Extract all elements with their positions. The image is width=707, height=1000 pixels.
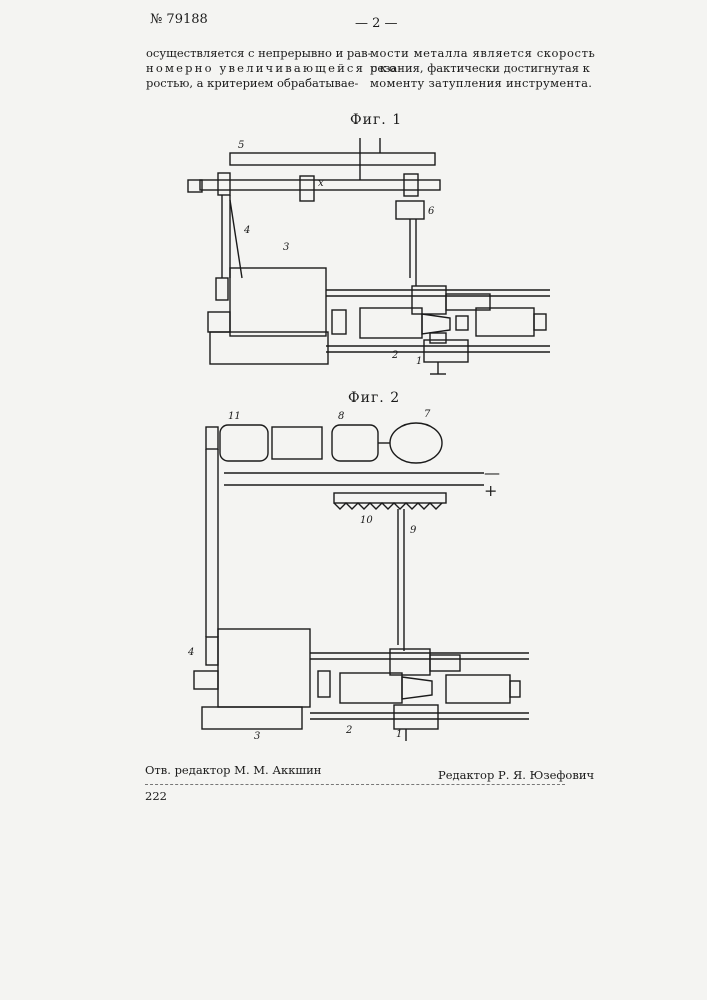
label-7: 7 [424, 409, 431, 420]
text-line: резания, фактически достигнутая к [370, 61, 580, 76]
label-4: 4 [243, 225, 250, 236]
label-3: 3 [254, 731, 260, 742]
text-right-column: мости металла является скорость резания,… [370, 46, 580, 91]
label-6: 6 [428, 206, 435, 217]
figure1-caption: Фиг. 1 [350, 112, 402, 128]
footer-left-editor: Отв. редактор М. М. Аккшин [145, 763, 321, 777]
figure2-drawing: 11 8 7 — + 10 9 4 3 2 1 [184, 405, 544, 745]
label-x: x [318, 178, 324, 189]
text-line: номерно увеличивающейся ско- [146, 61, 361, 76]
label-9: 9 [410, 525, 417, 536]
minus-sign: — [484, 463, 500, 482]
label-1: 1 [416, 356, 422, 367]
label-4: 4 [187, 647, 194, 658]
label-3: 3 [283, 242, 289, 253]
text-line: моменту затупления инструмента. [370, 76, 580, 91]
text-line: осуществляется с непрерывно и рав- [146, 46, 361, 61]
text-line: мости металла является скорость [370, 46, 580, 61]
footer-right-editor: Редактор Р. Я. Юзефович [438, 768, 594, 782]
footer-rule [145, 784, 565, 785]
label-10: 10 [360, 515, 373, 526]
page-number: — 2 — [355, 16, 398, 31]
label-2: 2 [345, 725, 352, 736]
text-left-column: осуществляется с непрерывно и рав- номер… [146, 46, 361, 91]
label-1: 1 [396, 729, 402, 740]
label-2: 2 [391, 350, 398, 361]
label-11: 11 [228, 411, 241, 422]
figure2-caption: Фиг. 2 [348, 390, 400, 406]
label-8: 8 [338, 411, 344, 422]
plus-sign: + [484, 481, 497, 500]
label-5: 5 [238, 140, 244, 151]
patent-number: № 79188 [150, 12, 208, 27]
text-line: ростью, а критерием обрабатывае- [146, 76, 361, 91]
figure1-drawing: 5 x 6 4 3 2 1 [180, 128, 560, 388]
footer-code: 222 [145, 789, 167, 803]
figure2-labels: 11 8 7 — + 10 9 4 3 2 1 [187, 409, 500, 742]
